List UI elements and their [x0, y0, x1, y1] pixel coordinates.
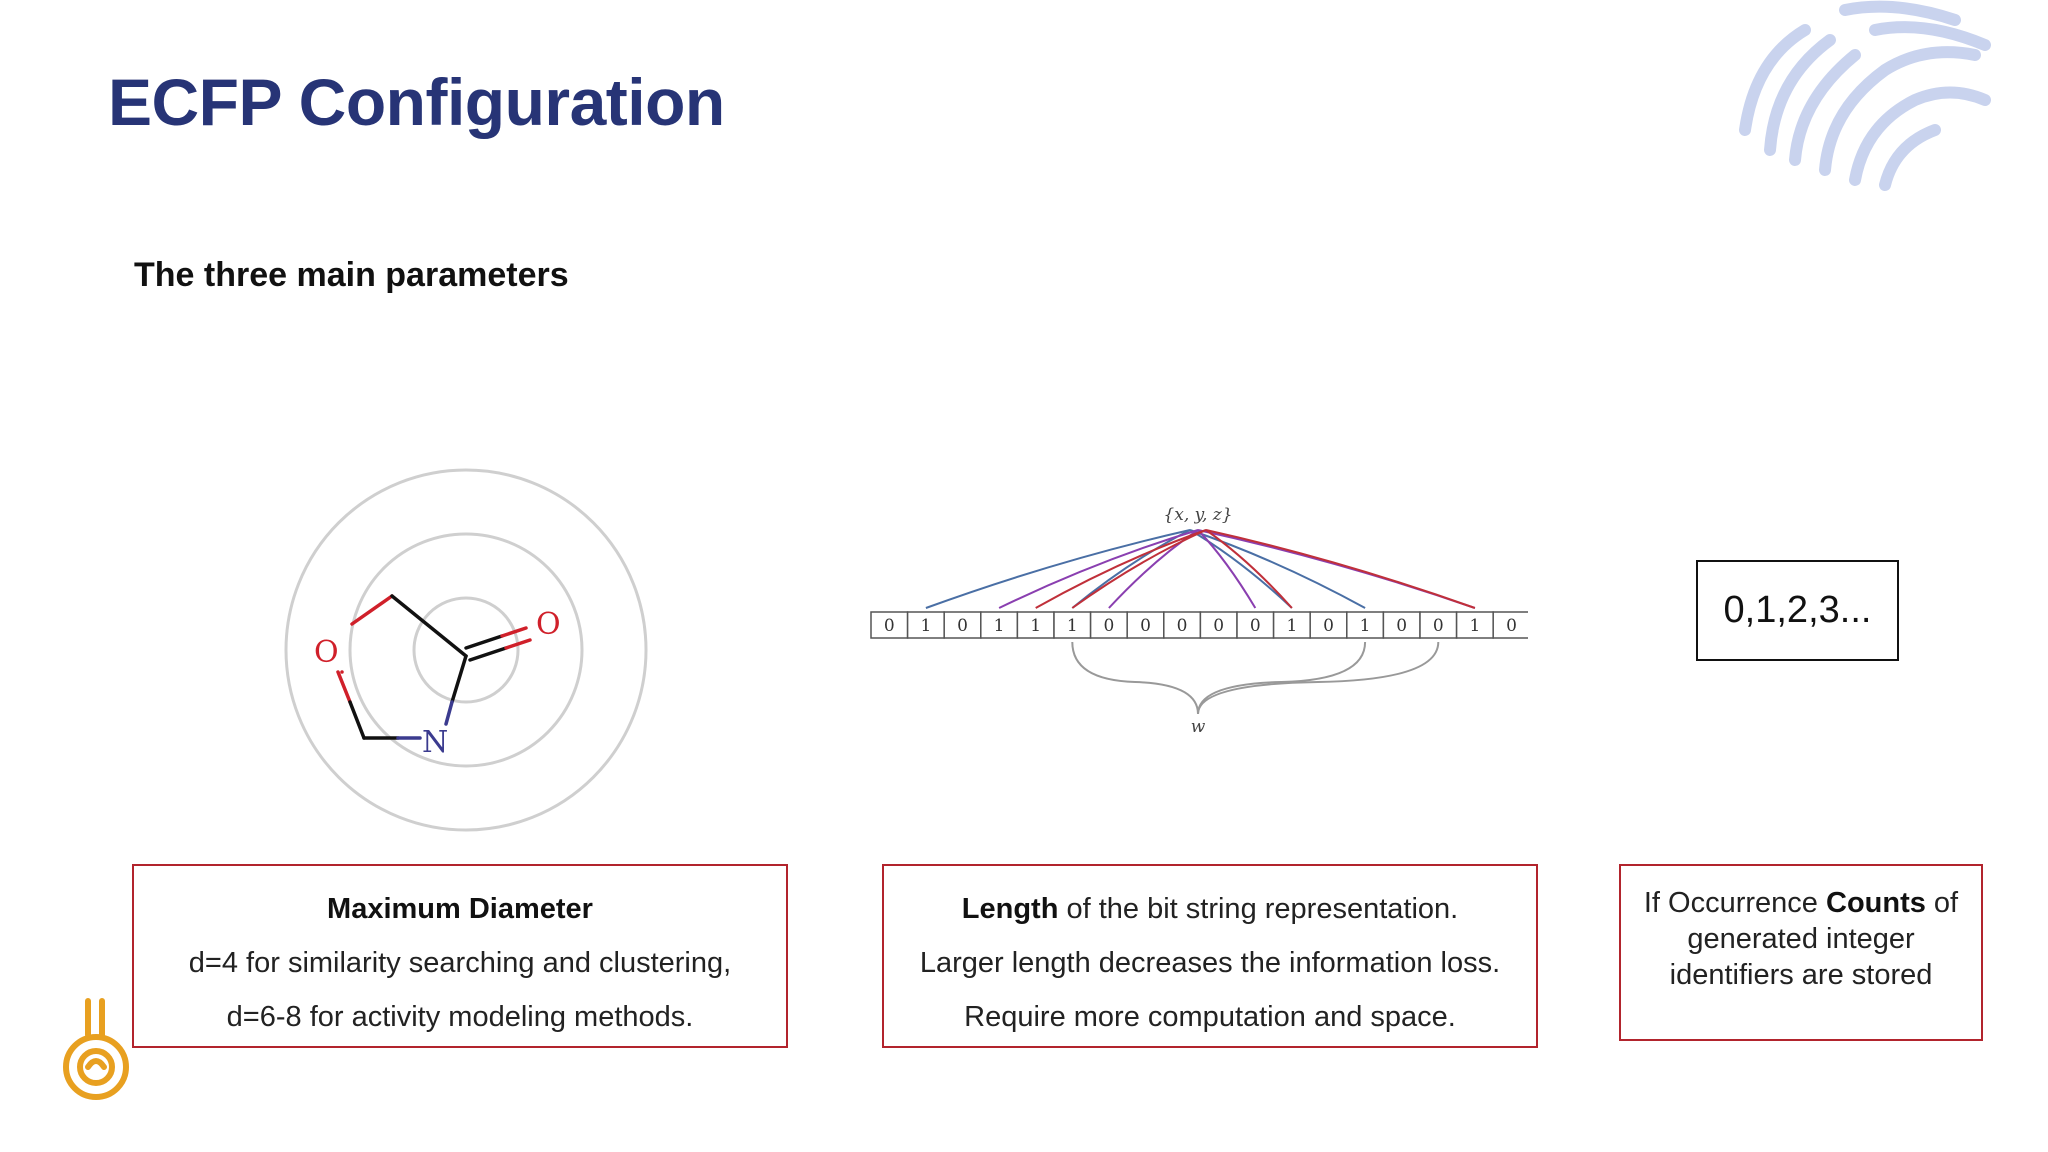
bit-cell — [1419, 611, 1458, 639]
bit-cell — [1089, 611, 1128, 639]
bit-value: 1 — [1286, 616, 1297, 636]
hash-arrow — [1035, 529, 1207, 609]
bit-value: 1 — [1469, 616, 1480, 636]
bit-value: 0 — [1140, 616, 1151, 636]
bit-cell — [1272, 611, 1311, 639]
bit-cell — [1199, 611, 1238, 639]
bit-cell — [1163, 611, 1202, 639]
bitstring-top-label: {x, y, z} — [1163, 505, 1232, 525]
counts-pre: If Occurrence — [1643, 887, 1826, 919]
bit-value: 0 — [1396, 616, 1407, 636]
hash-arrow — [1197, 529, 1476, 609]
bit-cell — [906, 611, 945, 639]
radius-circle-middle — [348, 532, 584, 768]
bit-value: 0 — [1250, 616, 1261, 636]
atom-label: N — [422, 725, 448, 760]
bit-value: 0 — [1103, 616, 1114, 636]
window-arrow — [1197, 641, 1367, 715]
atom-label: O — [536, 607, 561, 642]
bit-value: 1 — [1030, 616, 1041, 636]
length-line2: Larger length decreases the information … — [919, 947, 1501, 979]
counts-post: of — [1925, 887, 1959, 919]
bit-cell — [1236, 611, 1275, 639]
bitstring-diagram: {x, y, z} 0 1 0 1 1 1 0 0 0 0 0 1 0 1 0 0 1 0 w — [870, 505, 1528, 737]
bit-value: 1 — [1067, 616, 1078, 636]
window-arrow — [1071, 641, 1199, 715]
bit-value: 1 — [920, 616, 931, 636]
page-title: ECFP Configuration — [108, 65, 725, 139]
diameter-line1: d=4 for similarity searching and cluster… — [188, 947, 732, 979]
radius-circle-inner — [412, 596, 520, 704]
counts-line3: identifiers are stored — [1669, 959, 1933, 991]
diameter-line2: d=6-8 for activity modeling methods. — [226, 1001, 694, 1033]
bit-value: 1 — [1360, 616, 1371, 636]
hash-arrow — [925, 529, 1191, 609]
fingerprint-watermark-icon — [1739, 0, 1991, 191]
bit-value: 0 — [1177, 616, 1188, 636]
hash-arrow — [1197, 529, 1257, 609]
hash-arrow — [1205, 529, 1293, 609]
atom-label: O — [314, 635, 339, 670]
bit-cell — [980, 611, 1019, 639]
flask-logo-icon — [63, 998, 129, 1100]
length-line3: Require more computation and space. — [964, 1001, 1456, 1033]
counts-example-box: 0,1,2,3... — [1696, 560, 1899, 661]
bit-value: 0 — [1213, 616, 1224, 636]
diameter-heading: Maximum Diameter — [327, 893, 593, 925]
bit-value: 0 — [1506, 616, 1517, 636]
counts-box: If Occurrence Counts of generated intege… — [1619, 864, 1983, 1041]
diameter-box: Maximum Diameter d=4 for similarity sear… — [132, 864, 788, 1048]
hash-arrow — [1189, 529, 1293, 609]
bit-cell — [1492, 611, 1528, 639]
bit-value: 0 — [957, 616, 968, 636]
window-arrow — [1197, 641, 1440, 715]
bit-cell — [1126, 611, 1165, 639]
hash-arrow — [998, 529, 1199, 609]
bitstring-bottom-label: w — [1191, 717, 1206, 737]
radius-circle-outer — [284, 468, 648, 832]
length-bold: Length — [961, 893, 1059, 925]
bit-cell — [1382, 611, 1421, 639]
hash-arrow — [1108, 529, 1199, 609]
bit-value: 0 — [884, 616, 895, 636]
bit-value: 1 — [994, 616, 1005, 636]
length-box: Length of the bit string representation.… — [882, 864, 1538, 1048]
bit-value: 0 — [1433, 616, 1444, 636]
bit-cell — [1053, 611, 1092, 639]
bit-cell — [943, 611, 982, 639]
molecule-diagram: O O N — [284, 468, 648, 832]
hash-arrow — [1189, 529, 1366, 609]
hash-arrow — [1071, 529, 1207, 609]
hash-arrow — [1205, 529, 1476, 609]
section-subtitle: The three main parameters — [134, 256, 569, 294]
bit-value: 0 — [1323, 616, 1334, 636]
counts-bold: Counts — [1826, 887, 1926, 919]
counts-line2: generated integer — [1687, 923, 1915, 955]
length-rest: of the bit string representation. — [1058, 893, 1459, 925]
